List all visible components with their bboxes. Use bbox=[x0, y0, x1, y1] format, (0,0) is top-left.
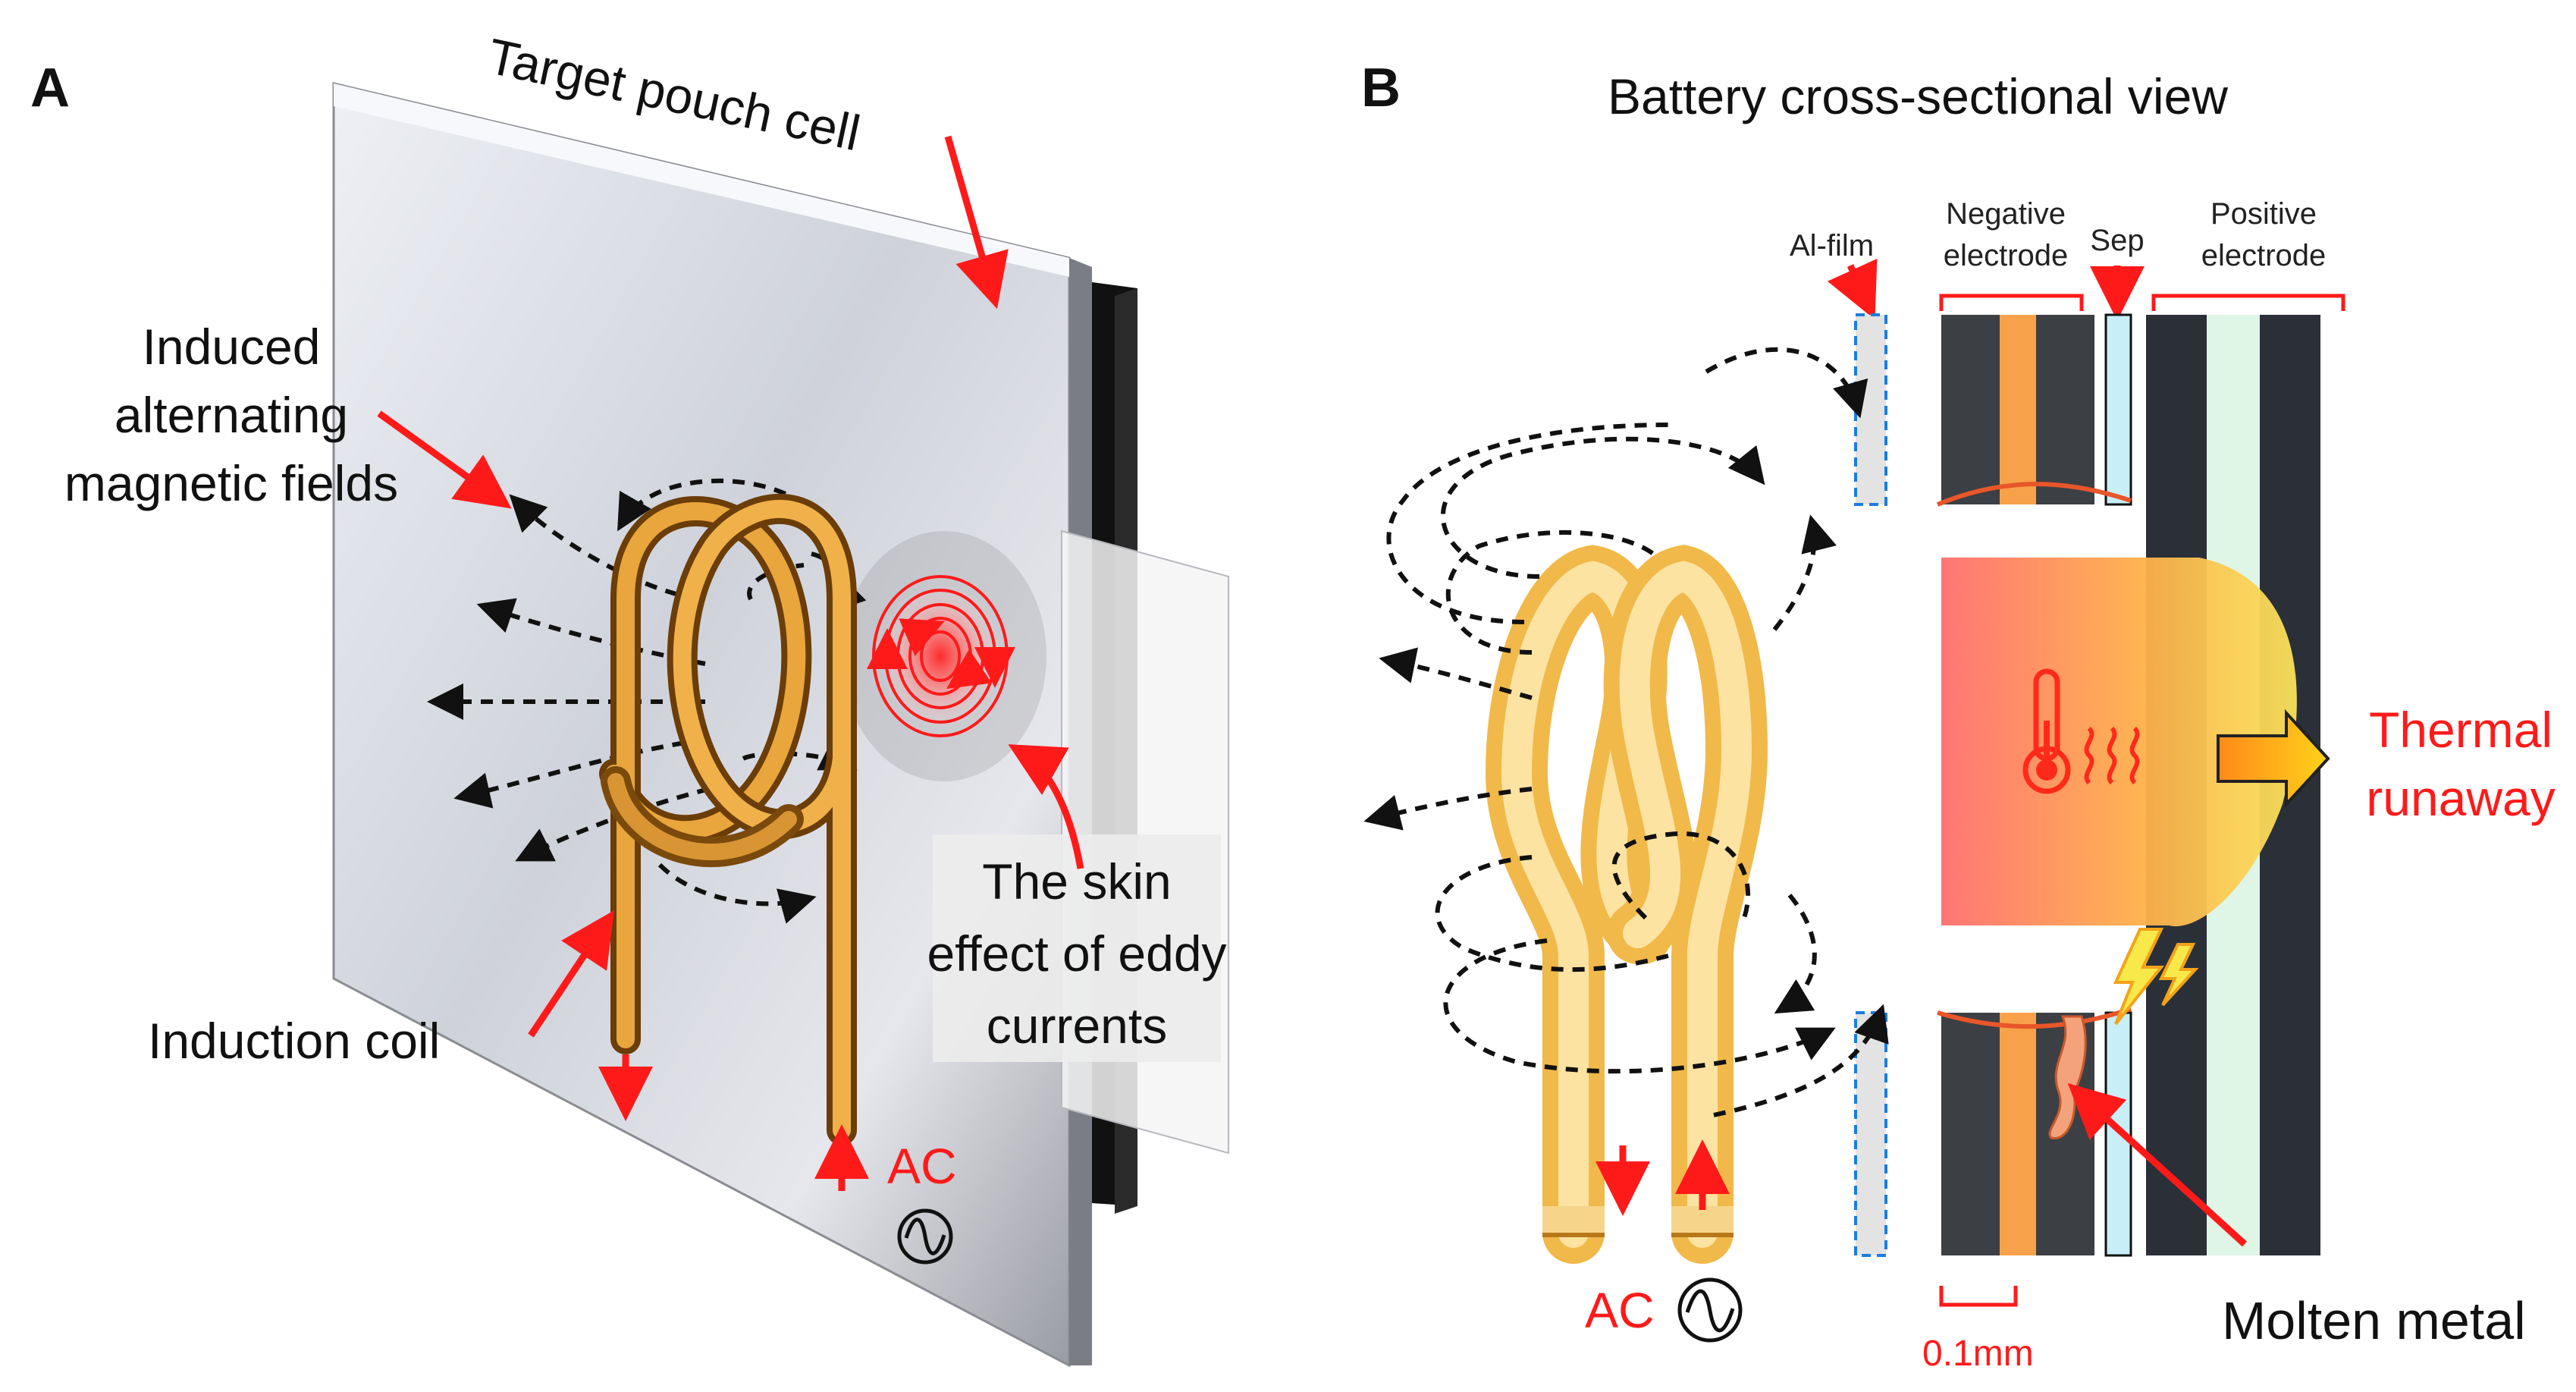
skin-label-box bbox=[933, 834, 1221, 1062]
thermal-runaway-arrow bbox=[2217, 709, 2330, 809]
magnetic-field-lines-b bbox=[1363, 347, 1889, 1117]
al-film-label: Al-film bbox=[1790, 229, 1874, 262]
panel-b-title: Battery cross-sectional view bbox=[1608, 68, 2228, 124]
ac-source-icon-b bbox=[1677, 1277, 1743, 1343]
current-arrows-a bbox=[377, 135, 1084, 1191]
panel-a-letter: A bbox=[30, 58, 70, 118]
field-label-line3: magnetic fields bbox=[64, 455, 398, 511]
molten-label: Molten metal bbox=[2222, 1291, 2526, 1350]
thermal-label-line1: Thermal bbox=[2369, 702, 2552, 758]
panel-b-letter: B bbox=[1361, 58, 1401, 118]
ac-label-a: AC bbox=[887, 1138, 957, 1194]
field-label-line2: alternating bbox=[115, 387, 348, 443]
induction-coil-copper bbox=[599, 493, 857, 1145]
lightning-icon bbox=[2113, 928, 2199, 1026]
skin-pointer-arrow bbox=[1008, 744, 1084, 869]
sep-label: Sep bbox=[2090, 224, 2144, 257]
target-pointer-arrow bbox=[944, 135, 1009, 310]
field-pointer-arrow bbox=[377, 410, 512, 509]
ac-label-b: AC bbox=[1585, 1282, 1655, 1338]
eddy-current-hotspot bbox=[842, 531, 1046, 781]
thermometer-icon bbox=[2022, 668, 2071, 794]
magnetic-field-lines-a bbox=[427, 478, 867, 924]
skin-label-line1: The skin bbox=[982, 853, 1171, 910]
positive-label-line1: Positive bbox=[2210, 197, 2317, 231]
heat-waves-icon bbox=[2084, 726, 2140, 785]
coil-label: Induction coil bbox=[148, 1013, 440, 1069]
scale-bar bbox=[1939, 1286, 2018, 1307]
ac-source-icon-a bbox=[897, 1208, 953, 1265]
heated-zone bbox=[1936, 482, 2297, 1029]
skin-label-line2: effect of eddy bbox=[927, 925, 1226, 982]
separator-layer bbox=[2104, 313, 2132, 1257]
negative-label-line2: electrode bbox=[1944, 239, 2069, 272]
layer-brackets bbox=[1827, 258, 2345, 321]
positive-label-line2: electrode bbox=[2201, 239, 2327, 272]
al-film-layers bbox=[1854, 313, 1887, 1257]
molten-pointer-arrow bbox=[2067, 1082, 2248, 1247]
scale-label: 0.1mm bbox=[1922, 1334, 2034, 1374]
skin-label-line3: currents bbox=[987, 998, 1167, 1054]
negative-label-line1: Negative bbox=[1946, 197, 2066, 231]
thermal-label-line2: runaway bbox=[2366, 770, 2555, 826]
coil-pointer-arrow bbox=[528, 910, 614, 1038]
induction-coil-yellow bbox=[1485, 544, 1768, 1264]
molten-metal-drip bbox=[2048, 1015, 2087, 1139]
field-label-line1: Induced bbox=[143, 319, 321, 375]
